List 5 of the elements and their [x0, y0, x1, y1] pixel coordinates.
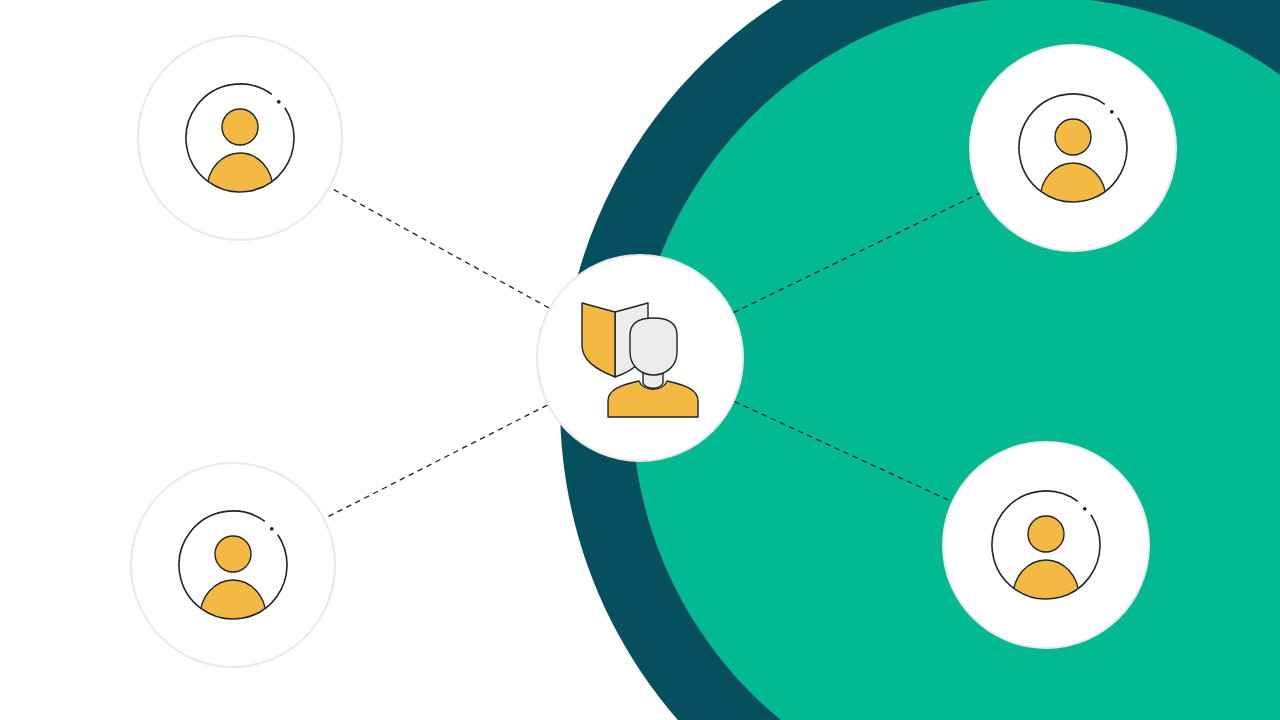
- avatar-circle: [969, 44, 1177, 252]
- avatar-circle: [942, 441, 1150, 649]
- avatar-circle: [130, 462, 336, 668]
- avatar-circle: [137, 35, 343, 241]
- dashed-connector: [732, 192, 981, 314]
